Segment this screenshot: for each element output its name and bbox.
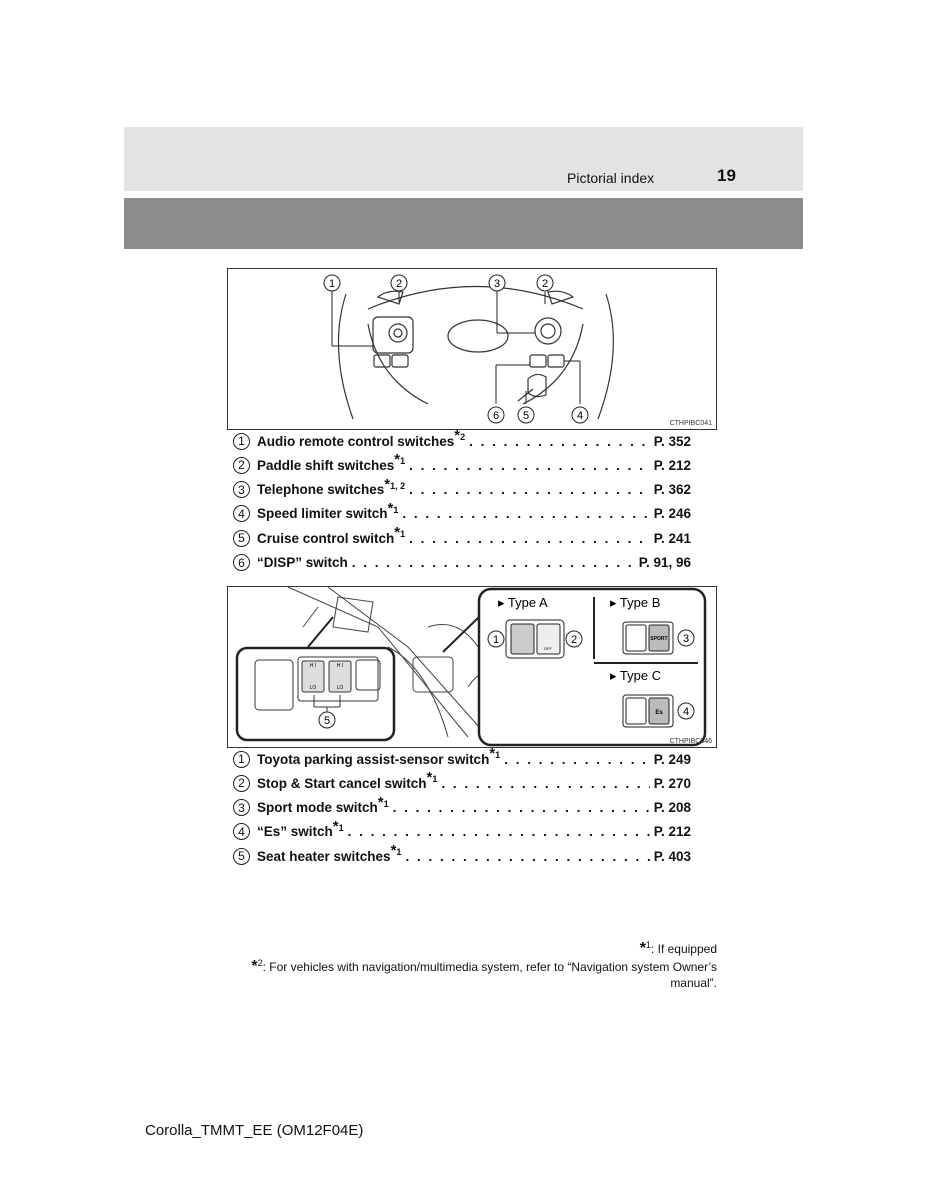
index-row: 2 Paddle shift switches*1. . . . . . . . … [233, 451, 691, 476]
item-label: Cruise control switch*1 [257, 524, 406, 546]
index-row: 1 Toyota parking assist-sensor switch*1. … [233, 745, 691, 770]
item-number: 2 [233, 774, 250, 792]
item-label: Speed limiter switch*1 [257, 499, 399, 522]
callout-5: 5 [523, 410, 529, 422]
callout-1: 1 [329, 278, 335, 290]
callout-2: 2 [571, 634, 577, 646]
item-number: 5 [233, 529, 250, 547]
section-band [124, 198, 803, 249]
leader-dots: . . . . . . . . . . . . . . . . . . . . … [351, 555, 635, 570]
item-label: Paddle shift switches*1 [257, 451, 406, 473]
leader-dots: . . . . . . . . . . . . . . . . . . . . … [402, 506, 650, 522]
index-row: 4 “Es” switch*1. . . . . . . . . . . . . … [233, 817, 691, 843]
callout-4: 4 [577, 410, 583, 422]
type-b-label: ▸ Type B [610, 595, 660, 610]
item-label: Toyota parking assist-sensor switch*1 [257, 745, 501, 767]
item-label: Stop & Start cancel switch*1 [257, 769, 438, 791]
footnote-2: *2: For vehicles with navigation/multime… [251, 958, 717, 990]
item-number: 5 [233, 847, 250, 865]
page-number: 19 [717, 166, 736, 185]
leader-dots: . . . . . . . . . . . . . . . . . . . . … [409, 482, 650, 498]
figure-code: CTHPIBC041 [669, 420, 712, 427]
page-reference[interactable]: P. 212 [653, 457, 691, 473]
seat-heater-lo-right: LO [337, 685, 344, 691]
page-reference[interactable]: P. 212 [653, 824, 691, 840]
item-number: 1 [233, 750, 250, 768]
stop-start-off-label: OFF [544, 646, 553, 651]
index-row: 1 Audio remote control switches*2. . . . … [233, 427, 691, 452]
item-label: Sport mode switch*1 [257, 793, 389, 816]
type-c-label: ▸ Type C [610, 668, 661, 683]
steering-wheel-illustration: 1 2 3 2 6 5 4 [323, 274, 614, 424]
console-illustration: H I LO H I LO 5 ▸ Type A ▸ Type B ▸ Type… [235, 587, 707, 747]
item-number: 3 [233, 799, 250, 817]
leader-dots: . . . . . . . . . . . . . . . . . . . . … [409, 530, 650, 546]
item-label: “DISP” switch [257, 555, 348, 570]
type-a-label: ▸ Type A [498, 595, 548, 610]
page-reference[interactable]: P. 270 [653, 775, 691, 791]
callout-3: 3 [494, 278, 500, 290]
callout-4: 4 [683, 706, 689, 718]
index-row: 3 Sport mode switch*1. . . . . . . . . . … [233, 793, 691, 819]
callout-2: 2 [396, 278, 402, 290]
document-id: Corolla_TMMT_EE (OM12F04E) [145, 1122, 364, 1139]
index-row: 4 Speed limiter switch*1. . . . . . . . .… [233, 499, 691, 525]
leader-dots: . . . . . . . . . . . . . . . . . . . . … [405, 848, 649, 864]
footnote-1: *1: If equipped [639, 940, 717, 957]
callout-2b: 2 [542, 278, 548, 290]
page-reference[interactable]: P. 241 [653, 530, 691, 546]
index-row: 2 Stop & Start cancel switch*1. . . . . .… [233, 769, 691, 794]
item-number: 1 [233, 432, 250, 450]
index-row: 3 Telephone switches*1, 2. . . . . . . . … [233, 475, 691, 501]
page-reference[interactable]: P. 362 [653, 482, 691, 498]
item-label: Telephone switches*1, 2 [257, 475, 406, 498]
callout-6: 6 [493, 410, 499, 422]
leader-dots: . . . . . . . . . . . . . . . . . . . . … [504, 751, 650, 767]
page-reference[interactable]: P. 208 [653, 800, 691, 816]
seat-heater-lo-left: LO [310, 685, 317, 691]
steering-wheel-figure: 1 2 3 2 6 5 4 CTHPIBC041 [227, 268, 717, 430]
seat-heater-hi-left: H I [310, 663, 316, 669]
page-reference[interactable]: P. 403 [653, 848, 691, 864]
item-label: Seat heater switches*1 [257, 842, 402, 864]
index-row: 6 “DISP” switch. . . . . . . . . . . . . … [233, 552, 691, 574]
header-band [124, 127, 803, 191]
item-number: 3 [233, 481, 250, 499]
page-reference[interactable]: P. 249 [653, 751, 691, 767]
leader-dots: . . . . . . . . . . . . . . . . . . . . … [441, 775, 649, 791]
section-title: Pictorial index [567, 170, 655, 186]
item-number: 6 [233, 554, 250, 571]
page-reference[interactable]: P. 91, 96 [638, 555, 691, 570]
leader-dots: . . . . . . . . . . . . . . . . . . . . … [409, 457, 650, 473]
figure-code: CTHPIBC046 [669, 738, 712, 745]
leader-dots: . . . . . . . . . . . . . . . . . . . . … [347, 824, 650, 840]
index-row: 5 Seat heater switches*1. . . . . . . . .… [233, 842, 691, 867]
page-reference[interactable]: P. 352 [653, 433, 691, 449]
es-switch-label: Es [655, 710, 663, 716]
index-row: 5 Cruise control switch*1. . . . . . . . … [233, 524, 691, 549]
callout-5: 5 [324, 715, 330, 727]
callout-3: 3 [683, 633, 689, 645]
item-number: 4 [233, 505, 250, 523]
console-figure: H I LO H I LO 5 ▸ Type A ▸ Type B ▸ Type… [227, 586, 717, 748]
item-number: 2 [233, 456, 250, 474]
item-number: 4 [233, 823, 250, 841]
seat-heater-hi-right: H I [337, 663, 343, 669]
leader-dots: . . . . . . . . . . . . . . . . . . . . … [392, 800, 650, 816]
callout-1: 1 [493, 634, 499, 646]
leader-dots: . . . . . . . . . . . . . . . . . . . . … [469, 433, 650, 449]
item-label: Audio remote control switches*2 [257, 427, 466, 449]
page-reference[interactable]: P. 246 [653, 506, 691, 522]
item-label: “Es” switch*1 [257, 817, 344, 840]
sport-switch-label: SPORT [650, 636, 667, 642]
